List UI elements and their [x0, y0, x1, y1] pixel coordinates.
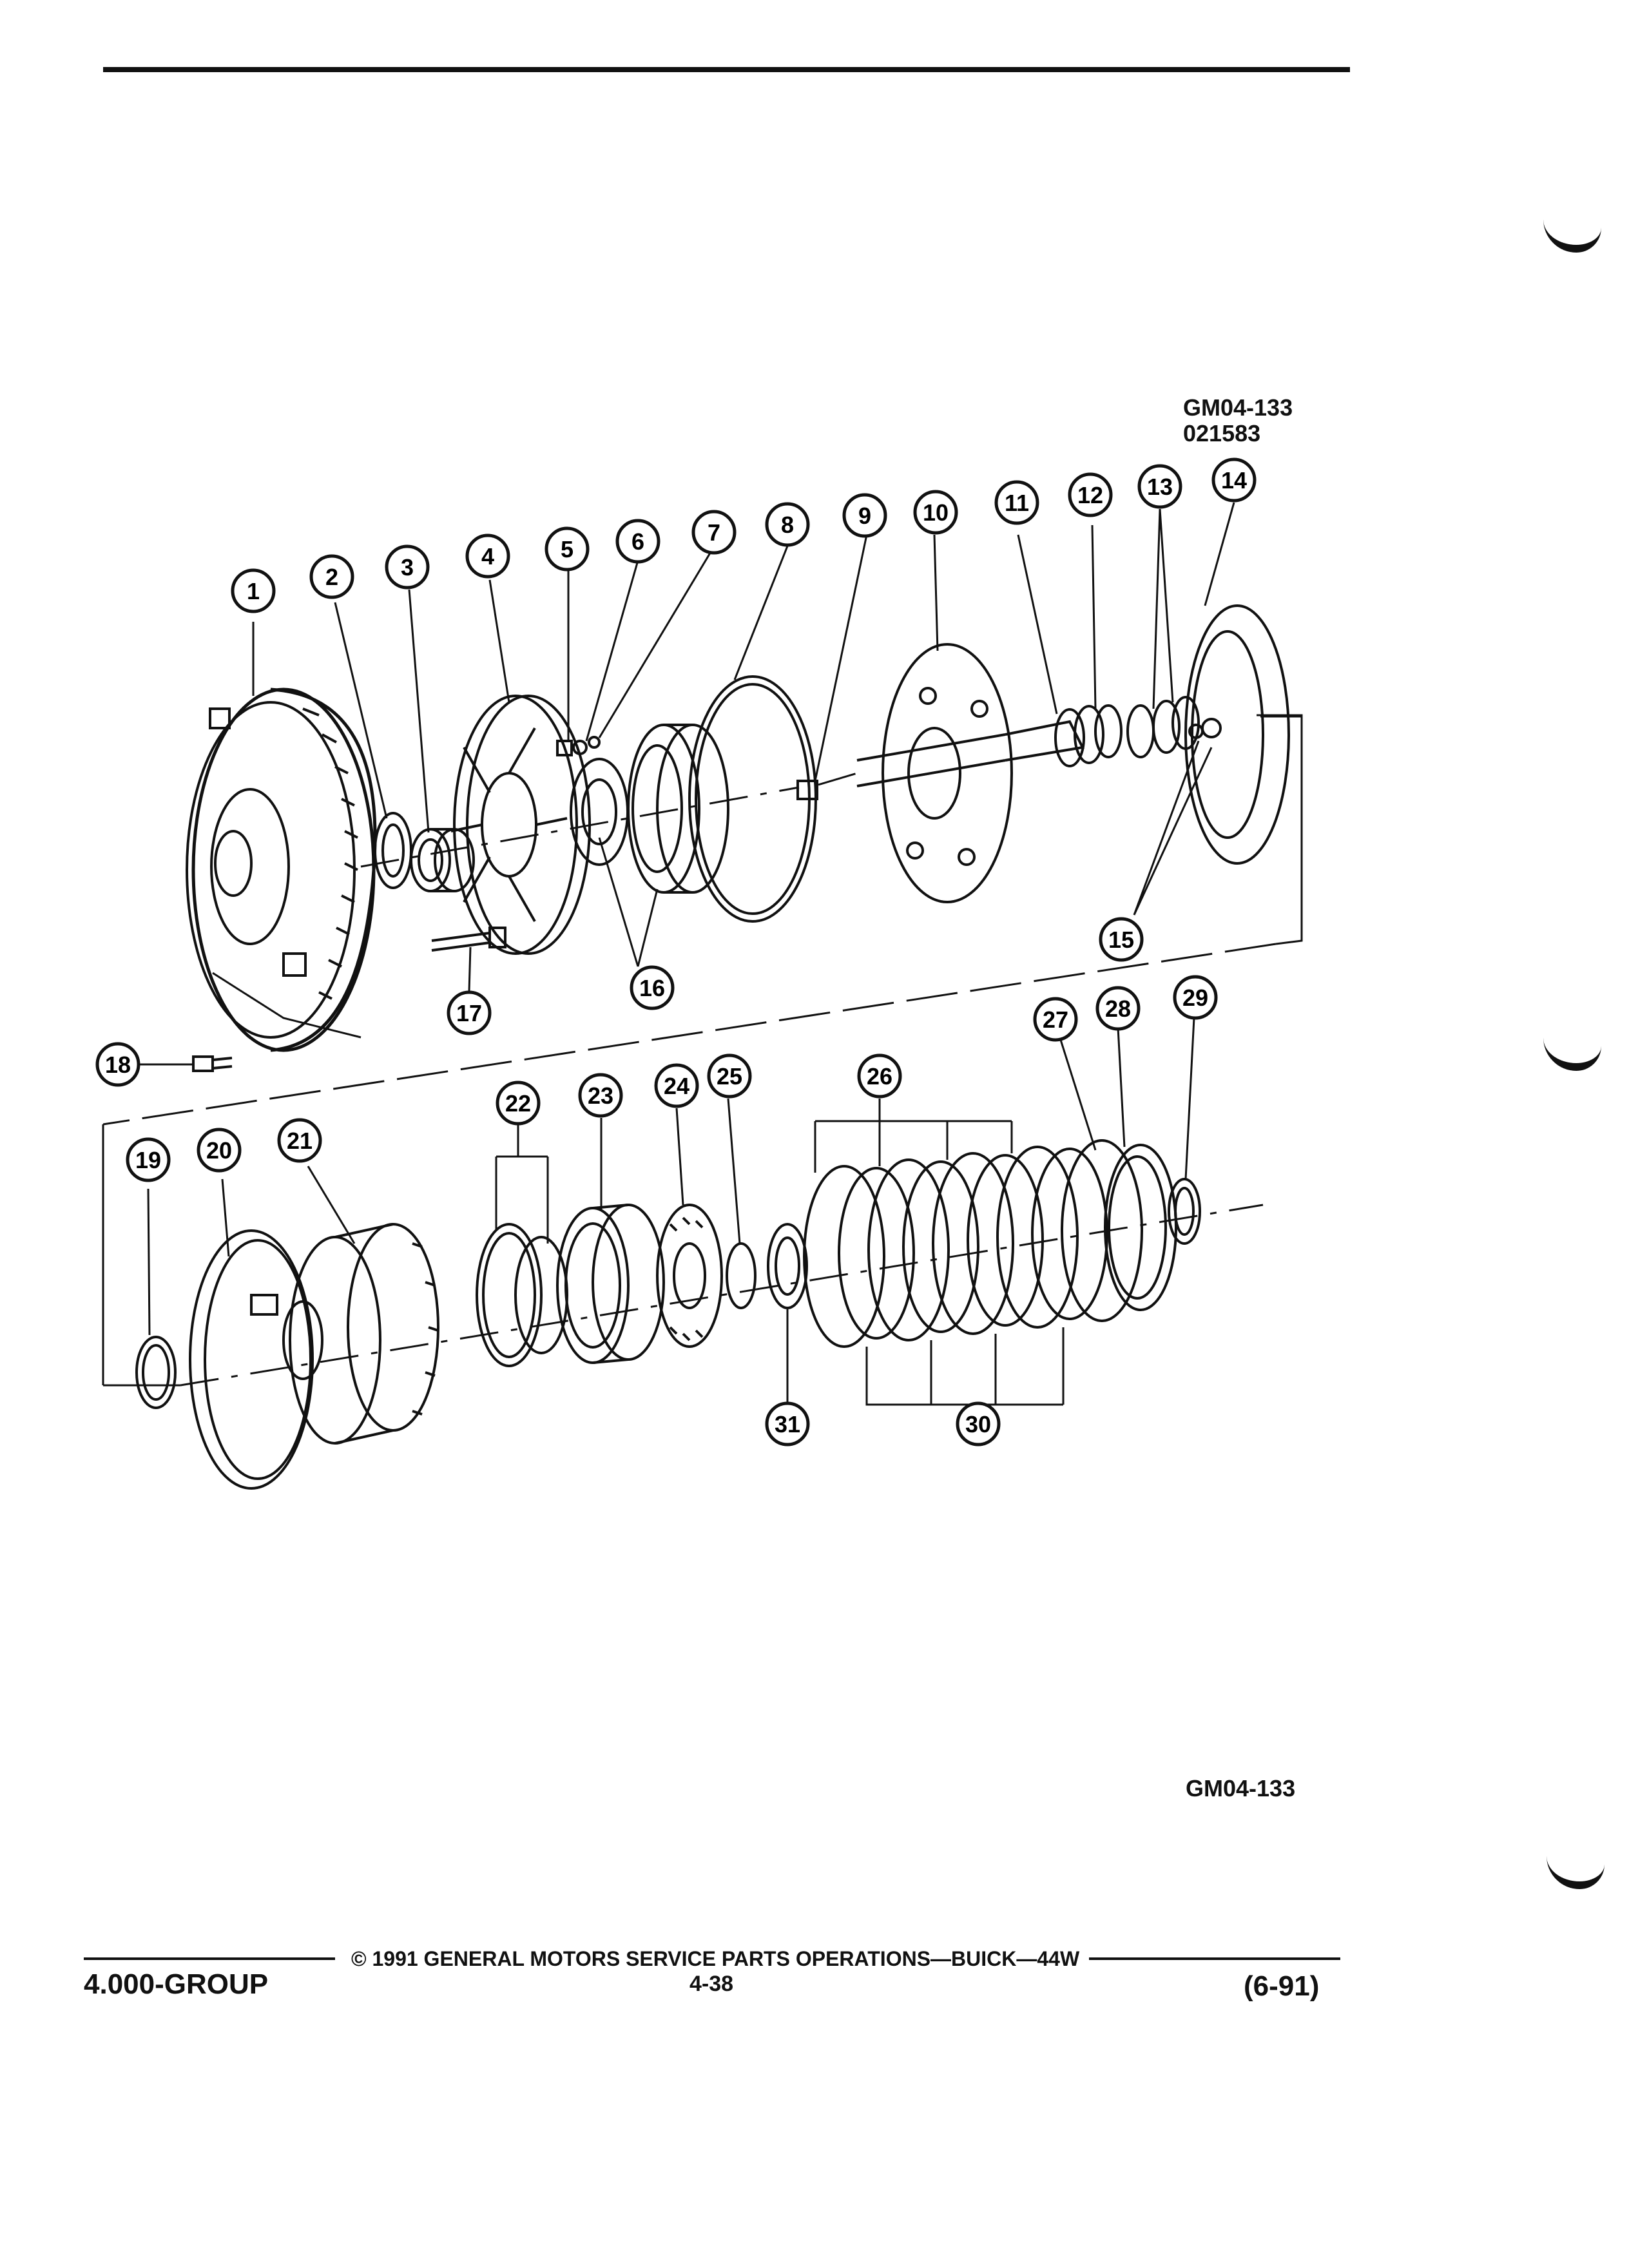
- svg-text:9: 9: [858, 503, 871, 529]
- part-torque-converter: [186, 687, 377, 1052]
- callout-6: 6: [615, 519, 660, 564]
- callout-1: 1: [231, 568, 276, 613]
- callout-4: 4: [465, 533, 510, 579]
- svg-text:22: 22: [505, 1090, 531, 1117]
- svg-text:15: 15: [1108, 927, 1134, 953]
- part-piston-seals: [476, 1223, 568, 1367]
- callout-8: 8: [765, 502, 810, 547]
- part-pump-cover: [856, 643, 1084, 903]
- svg-text:1: 1: [247, 578, 260, 604]
- svg-text:21: 21: [287, 1128, 313, 1154]
- callout-16: 16: [630, 965, 675, 1010]
- svg-text:2: 2: [325, 564, 338, 590]
- callout-9: 9: [842, 493, 887, 538]
- svg-text:10: 10: [923, 499, 949, 526]
- callout-23: 23: [578, 1073, 623, 1118]
- part-bushing: [410, 828, 475, 892]
- leader-lines: [139, 502, 1235, 1427]
- part-converter-screw: [192, 1055, 233, 1072]
- svg-text:23: 23: [588, 1082, 613, 1109]
- svg-text:8: 8: [781, 512, 794, 538]
- svg-text:20: 20: [206, 1137, 232, 1164]
- footer-revision: (6-91): [1244, 1970, 1320, 2002]
- svg-text:5: 5: [561, 536, 574, 562]
- part-gasket-plate: [1184, 604, 1290, 865]
- figure-code-top: GM04-133: [1183, 394, 1293, 421]
- part-shaft-bushing: [796, 780, 818, 800]
- callout-7: 7: [691, 510, 737, 555]
- footer-page-number: 4-38: [689, 1972, 734, 1996]
- svg-text:16: 16: [639, 975, 665, 1001]
- callout-20: 20: [197, 1128, 242, 1173]
- part-sealing-rings: [1054, 696, 1200, 767]
- svg-text:12: 12: [1077, 482, 1103, 508]
- svg-text:13: 13: [1147, 474, 1173, 500]
- callout-group: 1 2 3 4 5 6 7 8 9 10 11 12 13 14 15 16 1…: [95, 457, 1257, 1446]
- part-backing-plate: [1104, 1144, 1177, 1311]
- svg-text:4: 4: [481, 543, 494, 570]
- part-retainer-snap-ring: [726, 1242, 757, 1309]
- part-thrust-washer: [767, 1223, 808, 1309]
- callout-19: 19: [126, 1137, 171, 1182]
- callout-15: 15: [1099, 917, 1144, 962]
- part-small-fasteners: [556, 736, 601, 756]
- callout-12: 12: [1068, 472, 1113, 517]
- parts-drawing: [135, 604, 1290, 1490]
- callout-28: 28: [1095, 986, 1141, 1031]
- callout-27: 27: [1033, 997, 1078, 1042]
- top-rule: [103, 67, 1350, 72]
- part-spring-retainer: [656, 1204, 723, 1348]
- part-clutch-piston: [556, 1204, 665, 1364]
- phantom-frame: [102, 714, 1303, 1387]
- svg-text:25: 25: [717, 1063, 742, 1090]
- svg-text:6: 6: [631, 528, 644, 555]
- callout-17: 17: [447, 990, 492, 1035]
- callout-24: 24: [654, 1063, 699, 1108]
- svg-text:7: 7: [708, 519, 720, 546]
- svg-text:27: 27: [1043, 1006, 1068, 1033]
- svg-text:28: 28: [1105, 995, 1131, 1022]
- callout-22: 22: [496, 1081, 541, 1126]
- callout-2: 2: [309, 554, 354, 599]
- svg-text:17: 17: [456, 1000, 482, 1026]
- svg-text:19: 19: [135, 1147, 161, 1173]
- part-backing-snap-ring: [1168, 1178, 1201, 1245]
- footer-group: 4.000-GROUP: [84, 1968, 269, 2000]
- callout-21: 21: [277, 1118, 322, 1163]
- callout-13: 13: [1137, 464, 1182, 509]
- callout-26: 26: [857, 1053, 902, 1099]
- figure-date-code: 021583: [1183, 420, 1261, 447]
- callout-25: 25: [707, 1053, 752, 1099]
- part-intermediate-band: [189, 1229, 314, 1490]
- part-seal-ring: [374, 812, 412, 889]
- svg-text:29: 29: [1182, 985, 1208, 1011]
- part-clutch-plates: [803, 1139, 1143, 1348]
- callout-31: 31: [765, 1401, 810, 1446]
- svg-text:18: 18: [105, 1052, 131, 1078]
- callout-30: 30: [956, 1401, 1001, 1446]
- part-pump-gears: [570, 724, 729, 894]
- callout-5: 5: [545, 526, 590, 572]
- part-clutch-drum: [282, 1223, 439, 1445]
- figure-code-bottom: GM04-133: [1186, 1775, 1296, 1802]
- svg-text:11: 11: [1005, 490, 1029, 516]
- footer-copyright: © 1991 GENERAL MOTORS SERVICE PARTS OPER…: [351, 1947, 1080, 1970]
- svg-text:31: 31: [775, 1411, 800, 1437]
- callout-14: 14: [1211, 457, 1257, 503]
- svg-text:14: 14: [1221, 467, 1247, 494]
- callout-29: 29: [1173, 975, 1218, 1020]
- part-pump-bolt: [431, 927, 506, 952]
- callout-10: 10: [913, 490, 958, 535]
- part-snap-ring: [135, 1336, 177, 1409]
- callout-18: 18: [95, 1042, 140, 1087]
- callout-11: 11: [994, 480, 1039, 525]
- svg-text:30: 30: [965, 1411, 991, 1437]
- center-lines: [180, 772, 1264, 1387]
- svg-text:26: 26: [867, 1063, 892, 1090]
- svg-text:3: 3: [401, 554, 414, 581]
- callout-3: 3: [385, 544, 430, 590]
- svg-text:24: 24: [664, 1073, 689, 1099]
